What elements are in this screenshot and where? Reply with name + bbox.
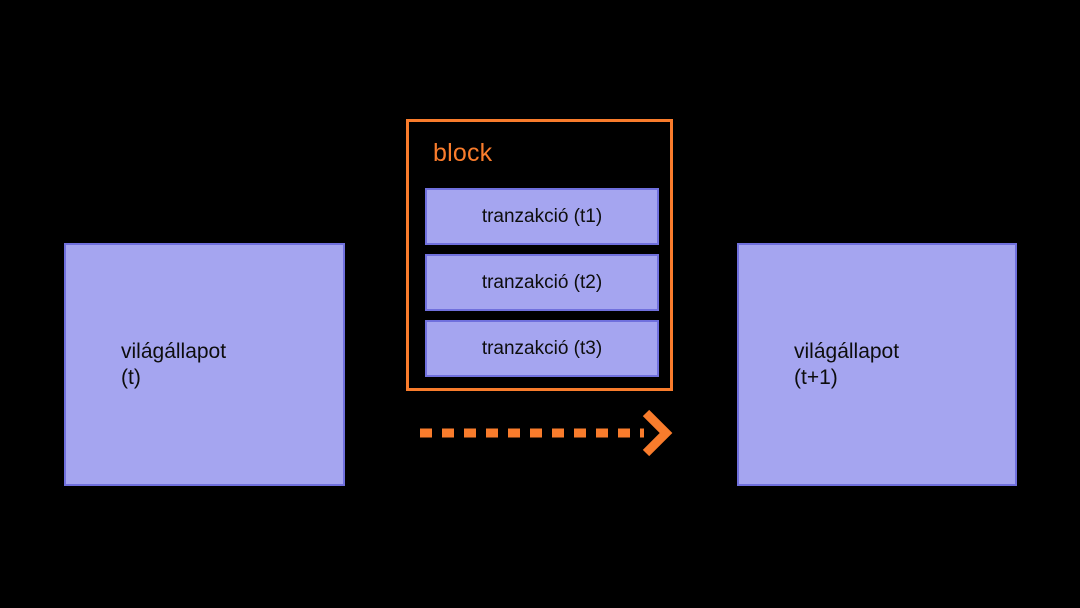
transaction-label: tranzakció (t1) (481, 205, 603, 227)
arrow-head-chevron-icon (642, 409, 673, 457)
world-state-t-plus-1-box: világállapot (t+1) (737, 243, 1017, 486)
transaction-item: tranzakció (t3) (425, 320, 659, 377)
transaction-list: tranzakció (t1) tranzakció (t2) tranzakc… (425, 188, 659, 377)
transaction-label: tranzakció (t3) (481, 337, 603, 359)
transaction-label: tranzakció (t2) (481, 271, 603, 293)
block-title-label: block (433, 139, 493, 167)
block-container: block tranzakció (t1) tranzakció (t2) tr… (406, 119, 673, 391)
world-state-t-plus-1-label: világállapot (t+1) (794, 339, 900, 389)
state-transition-arrow (420, 409, 673, 457)
transaction-item: tranzakció (t2) (425, 254, 659, 311)
world-state-t-box: világállapot (t) (64, 243, 345, 486)
world-state-t-label: világállapot (t) (121, 339, 227, 389)
transaction-item: tranzakció (t1) (425, 188, 659, 245)
